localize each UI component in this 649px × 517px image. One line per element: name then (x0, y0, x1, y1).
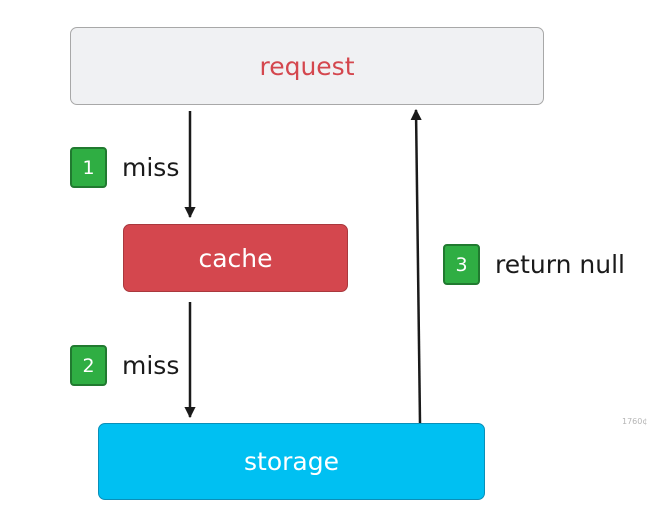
step-3: 3 return null (443, 244, 625, 285)
step-3-badge: 3 (443, 244, 480, 285)
step-1-badge: 1 (70, 147, 107, 188)
step-2: 2 miss (70, 345, 179, 386)
arrow-storage-to-request (410, 108, 422, 424)
step-2-badge: 2 (70, 345, 107, 386)
watermark: 1760¢ (622, 417, 648, 426)
request-node: request (70, 27, 544, 105)
step-2-label: miss (122, 351, 180, 380)
cache-node: cache (123, 224, 348, 292)
storage-node: storage (98, 423, 485, 500)
step-1: 1 miss (70, 147, 179, 188)
step-1-label: miss (122, 153, 180, 182)
step-3-label: return null (495, 250, 625, 279)
